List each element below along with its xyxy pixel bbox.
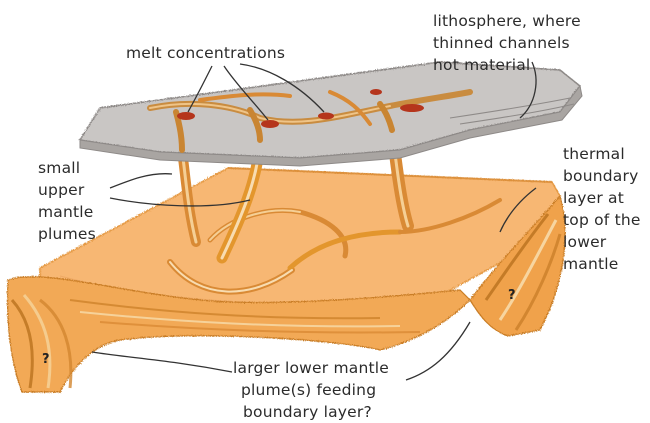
label-line: upper <box>38 179 96 201</box>
label-line: top of the <box>563 209 641 231</box>
leader-line-larger-1 <box>92 352 232 372</box>
label-line: plume(s) feeding <box>241 379 389 401</box>
melt-pocket <box>400 104 424 112</box>
leader-line-small-plumes-1 <box>110 174 172 188</box>
label-line: mantle <box>563 253 641 275</box>
melt-pocket <box>318 113 334 120</box>
label-line: layer at <box>563 187 641 209</box>
label-melt-concentrations: melt concentrations <box>126 42 285 64</box>
question-mark-left: ? <box>42 352 50 367</box>
label-line: larger lower mantle <box>233 357 389 379</box>
label-larger-lower-mantle-plumes: larger lower mantle plume(s) feeding bou… <box>233 357 389 423</box>
melt-pocket <box>177 112 195 120</box>
label-line: thinned channels <box>433 32 581 54</box>
label-lithosphere: lithosphere, where thinned channels hot … <box>433 10 581 76</box>
label-line: plumes <box>38 223 96 245</box>
melt-pocket <box>370 89 382 95</box>
label-line: boundary <box>563 165 641 187</box>
label-thermal-boundary-layer: thermal boundary layer at top of the low… <box>563 143 641 275</box>
label-line: boundary layer? <box>243 401 389 423</box>
label-line: hot material <box>433 54 581 76</box>
label-line: thermal <box>563 143 641 165</box>
melt-pocket <box>261 120 279 128</box>
label-text: melt concentrations <box>126 42 285 64</box>
label-line: mantle <box>38 201 96 223</box>
label-line: lithosphere, where <box>433 10 581 32</box>
label-line: small <box>38 157 96 179</box>
question-mark-right: ? <box>508 288 516 303</box>
label-small-upper-mantle-plumes: small upper mantle plumes <box>38 157 96 245</box>
label-line: lower <box>563 231 641 253</box>
